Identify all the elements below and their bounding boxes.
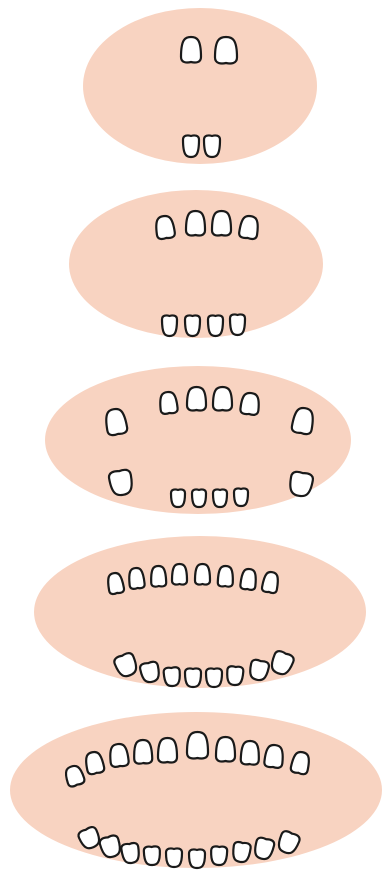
mouth-stage-5	[10, 712, 382, 868]
lower-tooth	[213, 489, 227, 507]
lower-tooth	[166, 848, 182, 867]
upper-tooth	[213, 387, 232, 411]
mouth-stage-4	[34, 536, 366, 688]
mouth-stage-1	[83, 8, 317, 164]
upper-tooth	[187, 387, 206, 411]
lower-tooth	[163, 667, 180, 687]
lower-tooth	[185, 315, 200, 336]
lower-tooth	[189, 849, 205, 868]
lower-tooth	[208, 315, 223, 336]
upper-tooth	[218, 566, 234, 587]
lower-tooth	[211, 846, 228, 865]
upper-tooth	[109, 743, 129, 767]
upper-tooth	[215, 37, 237, 63]
upper-tooth	[159, 391, 178, 414]
lower-tooth	[234, 488, 248, 506]
upper-tooth	[134, 740, 153, 764]
upper-tooth	[240, 392, 260, 415]
upper-tooth	[181, 37, 201, 62]
lower-tooth	[171, 489, 185, 507]
lower-tooth	[162, 315, 177, 336]
upper-tooth	[187, 732, 208, 758]
upper-tooth	[241, 741, 260, 765]
lower-tooth	[144, 846, 161, 865]
mouth-outline	[34, 536, 366, 688]
upper-tooth	[195, 564, 210, 585]
lower-tooth	[183, 135, 199, 157]
lower-tooth	[230, 314, 245, 335]
upper-tooth	[172, 564, 187, 585]
lower-tooth	[206, 668, 222, 687]
mouth-stage-3	[45, 366, 351, 514]
stages-layer	[10, 8, 382, 868]
lower-tooth	[192, 489, 206, 507]
upper-tooth	[151, 566, 167, 587]
lower-tooth	[185, 668, 201, 687]
upper-tooth	[212, 211, 231, 236]
lower-tooth	[226, 666, 243, 686]
upper-tooth	[158, 738, 177, 763]
lower-tooth	[204, 135, 220, 157]
mouth-stage-2	[69, 190, 323, 338]
upper-tooth	[186, 211, 205, 236]
upper-tooth	[264, 744, 284, 768]
upper-tooth	[216, 737, 235, 762]
upper-tooth	[240, 568, 257, 590]
lower-tooth	[288, 471, 314, 498]
upper-tooth	[128, 567, 145, 589]
